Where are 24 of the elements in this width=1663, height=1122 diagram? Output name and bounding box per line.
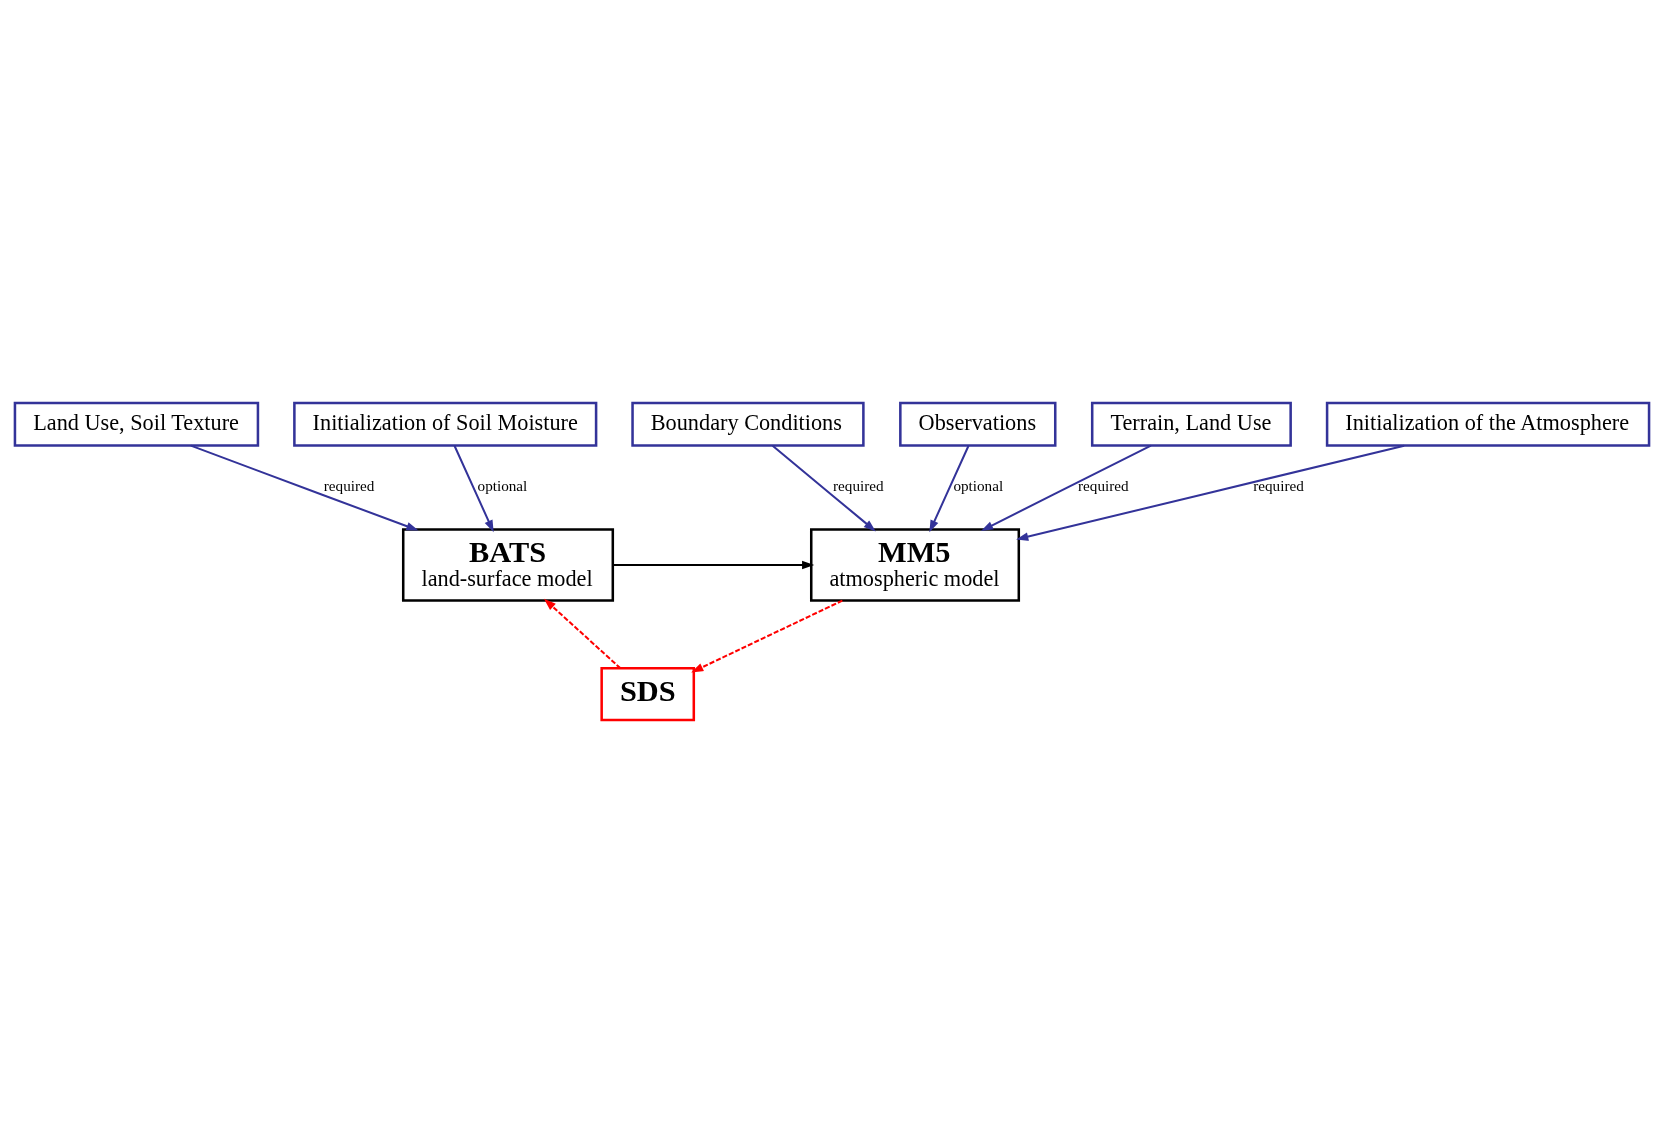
arrow xyxy=(612,560,814,569)
node-box: Observations xyxy=(898,401,1056,447)
node-box: Terrain, Land Use xyxy=(1090,401,1292,447)
edge-label: required xyxy=(323,476,374,494)
arrow xyxy=(928,444,969,532)
arrow xyxy=(190,444,418,531)
arrow xyxy=(453,444,494,532)
node-box: Land Use, Soil Texture xyxy=(13,401,259,447)
edge-label: required xyxy=(1252,476,1304,494)
arrow xyxy=(690,599,843,672)
node-box: Boundary Conditions xyxy=(630,401,865,447)
arrow xyxy=(543,598,621,669)
edge-label: required xyxy=(832,476,884,494)
node-box: BATS land-surface model xyxy=(401,527,614,602)
arrow xyxy=(1015,444,1404,541)
node-box: MM5 atmospheric model xyxy=(809,527,1020,602)
arrow xyxy=(980,444,1151,531)
edge-label: optional xyxy=(952,476,1003,494)
edge-label: required xyxy=(1077,476,1129,494)
node-box: Initialization of Soil Moisture xyxy=(292,401,597,447)
node-box: SDS xyxy=(599,666,695,721)
node-box: Initialization of the Atmosphere xyxy=(1325,401,1650,447)
arrow xyxy=(771,444,876,531)
edge-label: optional xyxy=(477,476,527,494)
